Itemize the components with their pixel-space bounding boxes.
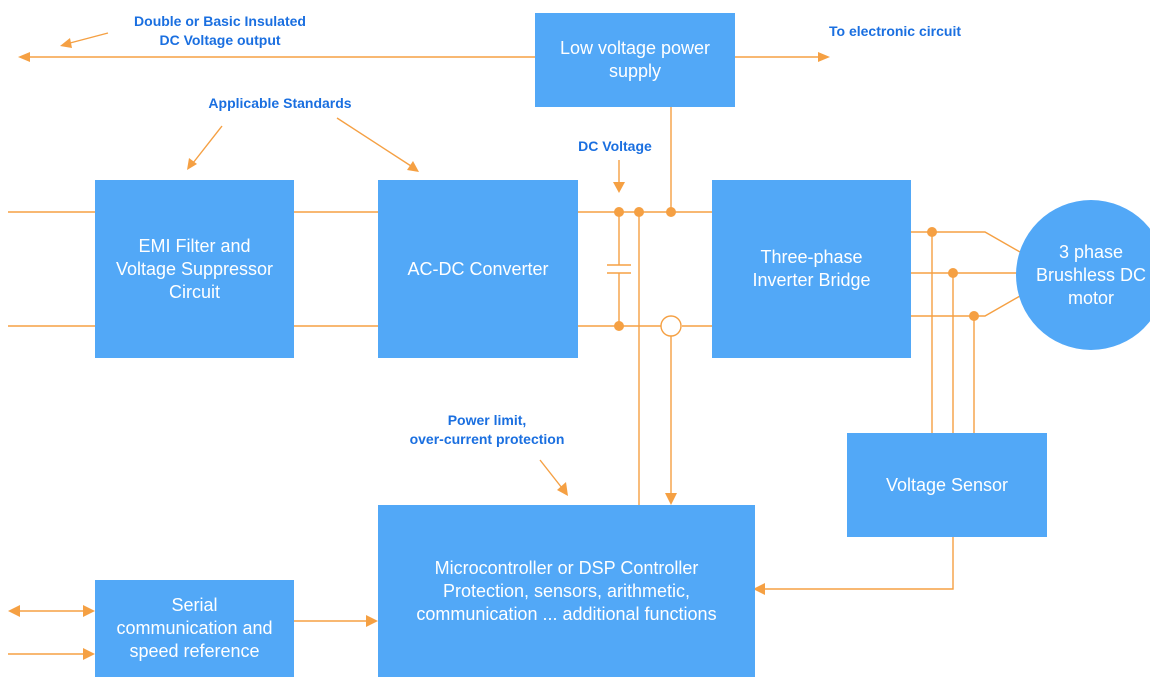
block-text-line: communication ... additional functions xyxy=(416,603,717,624)
arrowhead-standards-right xyxy=(407,161,419,172)
junction-dot xyxy=(948,268,958,278)
block-text-line: Circuit xyxy=(168,281,220,302)
block-text-line: motor xyxy=(1067,287,1114,308)
arrowhead-serial-left xyxy=(8,605,20,617)
arrowhead-serial-in xyxy=(83,648,95,660)
low-voltage-power-supply-block: Low voltage power supply xyxy=(535,13,735,107)
arrowhead-current xyxy=(665,493,677,505)
block-text-line: communication and xyxy=(116,618,273,638)
emi-filter-block: EMI Filter and Voltage Suppressor Circui… xyxy=(95,180,294,358)
block-text-line: AC-DC Converter xyxy=(407,258,549,279)
serial-communication-block: Serial communication and speed reference xyxy=(95,580,294,677)
arrowhead-dcvoltage xyxy=(613,182,625,193)
microcontroller-block: Microcontroller or DSP Controller Protec… xyxy=(378,505,755,677)
block-text-line: supply xyxy=(608,61,662,81)
insulated-output-label: Double or Basic Insulated DC Voltage out… xyxy=(95,12,345,50)
block-text-line: EMI Filter and xyxy=(138,235,251,256)
junction-dot xyxy=(927,227,937,237)
junction-dot xyxy=(634,207,644,217)
junction-dot xyxy=(666,207,676,217)
arrowhead-to-mcu xyxy=(366,615,378,627)
block-text-line: Serial xyxy=(171,595,218,615)
standards-pointer-right xyxy=(336,117,412,167)
block-text-line: Voltage Suppressor xyxy=(115,258,274,279)
electronic-circuit-label: To electronic circuit xyxy=(829,23,961,39)
phase-line-c xyxy=(911,295,1021,317)
block-text-line: Three-phase xyxy=(760,247,863,267)
ac-dc-converter-block: AC-DC Converter xyxy=(378,180,578,358)
block-text-line: speed reference xyxy=(129,641,260,661)
arrowhead-dc-output xyxy=(18,52,30,62)
power-limit-label: Power limit, over-current protection xyxy=(372,411,602,449)
annotation-line: Double or Basic Insulated xyxy=(134,13,306,29)
current-sense-ring xyxy=(660,315,682,337)
arrowhead-powerlimit xyxy=(557,482,568,496)
arrowhead-standards-left xyxy=(187,158,197,170)
block-text-line: Inverter Bridge xyxy=(752,270,871,290)
applicable-standards-label: Applicable Standards xyxy=(208,95,352,111)
block-text-line: Microcontroller or DSP Controller xyxy=(434,557,699,578)
arrowhead-sensor xyxy=(753,583,765,595)
block-text-line: 3 phase xyxy=(1058,241,1124,262)
block-text-line: Voltage Sensor xyxy=(885,474,1009,495)
arrowhead-insulated xyxy=(60,38,72,48)
powerlimit-pointer xyxy=(539,459,563,489)
junction-dot xyxy=(969,311,979,321)
block-text-line: Protection, sensors, arithmetic, xyxy=(442,580,691,601)
arrowhead-electronic xyxy=(818,52,830,62)
block-text-line: Low voltage power xyxy=(559,38,711,58)
junction-dot xyxy=(614,321,624,331)
sensor-to-mcu xyxy=(763,537,954,590)
block-text-line: Brushless DC xyxy=(1035,264,1147,285)
bldc-motor-circle: 3 phase Brushless DC motor xyxy=(1016,200,1150,350)
voltage-sensor-block: Voltage Sensor xyxy=(847,433,1047,537)
phase-line-a xyxy=(911,231,1021,253)
insulated-pointer xyxy=(69,32,109,44)
dc-voltage-label: DC Voltage xyxy=(578,138,652,154)
annotation-line: Power limit, xyxy=(447,412,527,428)
junction-dot xyxy=(614,207,624,217)
annotation-line: DC Voltage output xyxy=(159,32,281,48)
inverter-bridge-block: Three-phase Inverter Bridge xyxy=(712,180,911,358)
arrowhead-serial-mid xyxy=(83,605,95,617)
annotation-line: over-current protection xyxy=(409,431,565,447)
standards-pointer-left xyxy=(192,125,223,164)
